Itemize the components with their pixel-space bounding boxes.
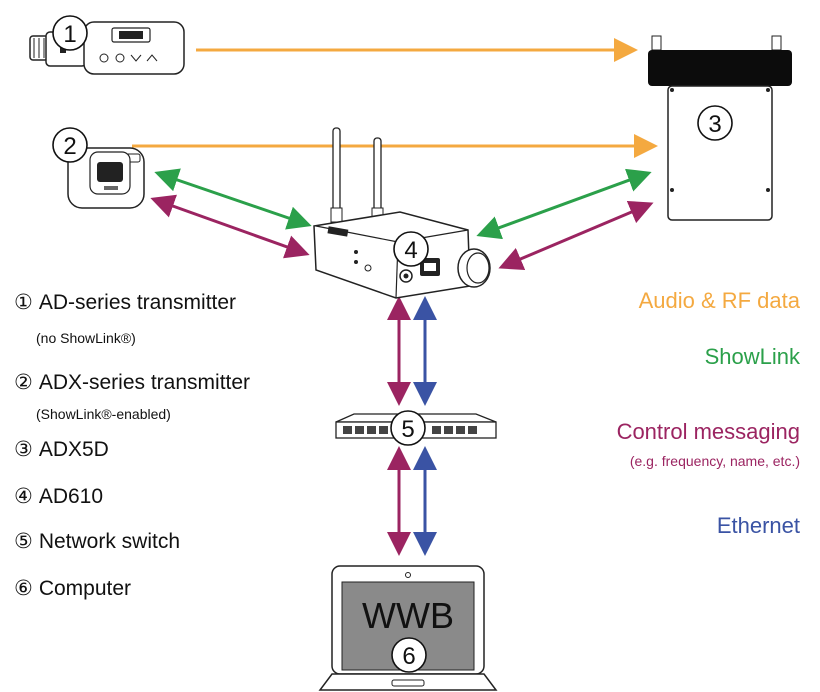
- adx5d-receiver: [648, 35, 792, 221]
- control-arrow-4-to-3: [498, 200, 654, 271]
- callout-5-text: 5: [401, 416, 414, 443]
- item-5-number: ⑤: [14, 530, 33, 553]
- key-audio-rf: Audio & RF data: [638, 288, 800, 313]
- key-ethernet: Ethernet: [716, 513, 800, 538]
- callout-1-text: 1: [63, 21, 76, 48]
- adx-series-transmitter: [67, 147, 145, 209]
- item-2-sub: (ShowLink®-enabled): [36, 406, 171, 422]
- computer: [318, 565, 498, 691]
- showlink-arrow-4-to-3: [476, 168, 652, 240]
- item-2-number: ②: [14, 371, 33, 394]
- item-4-text: AD610: [38, 485, 104, 508]
- callout-6: 6: [391, 637, 427, 673]
- callout-1: 1: [52, 15, 88, 51]
- computer-screen-text: WWB: [362, 595, 454, 636]
- key-control-sub: (e.g. frequency, name, etc.): [629, 453, 800, 469]
- showlink-arrow-2-to-4: [154, 168, 312, 230]
- ad610-device: [313, 127, 491, 299]
- item-5-text: Network switch: [38, 530, 181, 553]
- control-arrow-2-to-4: [150, 194, 310, 259]
- item-1-sub: (no ShowLink®): [36, 330, 136, 346]
- key-showlink: ShowLink: [704, 344, 800, 369]
- item-4-number: ④: [14, 485, 33, 508]
- item-1-text: AD-series transmitter: [38, 291, 237, 314]
- callout-5: 5: [390, 410, 426, 446]
- item-2-text: ADX-series transmitter: [38, 371, 251, 394]
- callout-4: 4: [393, 231, 429, 267]
- item-3-text: ADX5D: [38, 438, 109, 461]
- callout-2: 2: [52, 127, 88, 163]
- callout-6-text: 6: [402, 643, 415, 670]
- callout-3-text: 3: [708, 111, 721, 138]
- item-1-number: ①: [14, 291, 33, 314]
- callout-2-text: 2: [63, 133, 76, 160]
- callout-3: 3: [697, 105, 733, 141]
- callout-4-text: 4: [404, 237, 417, 264]
- item-6-number: ⑥: [14, 577, 33, 600]
- item-6-text: Computer: [38, 577, 132, 600]
- item-3-number: ③: [14, 438, 33, 461]
- key-control: Control messaging: [616, 419, 800, 444]
